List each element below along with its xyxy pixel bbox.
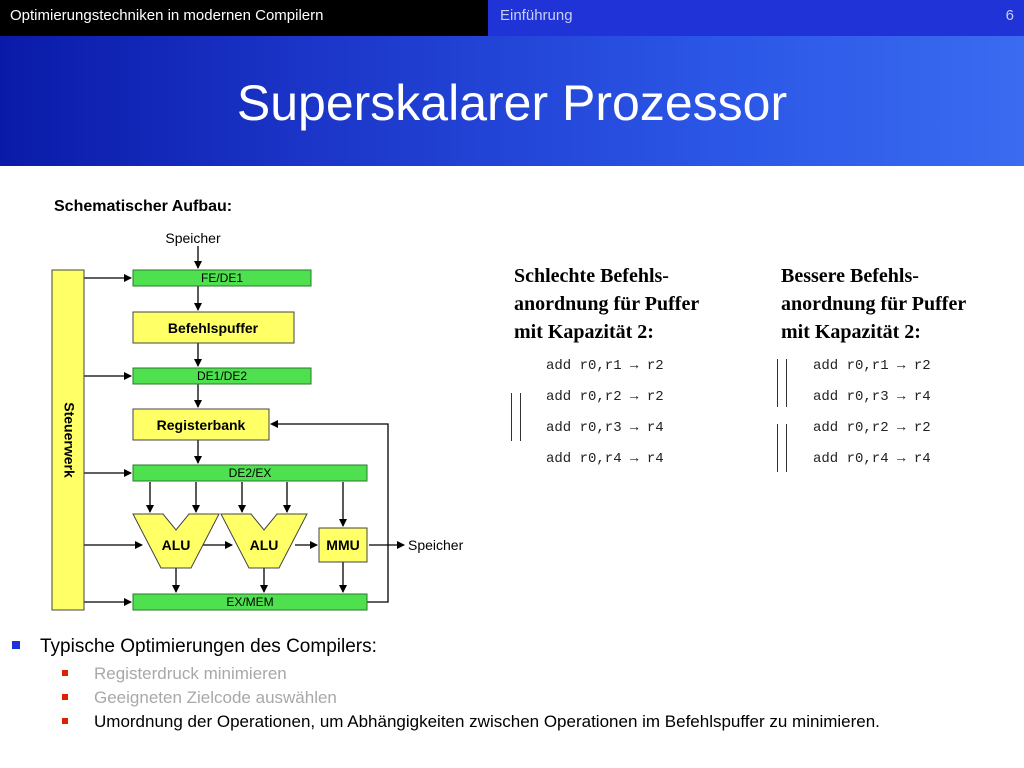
memory-right-label: Speicher xyxy=(408,537,464,553)
better-order-instruction: add r0,r3 → r4 xyxy=(813,389,931,405)
better-order-heading-line: anordnung für Puffer xyxy=(781,293,967,315)
sub-bullet: Registerdruck minimieren xyxy=(62,664,287,684)
stage-fe-de1-label: FE/DE1 xyxy=(201,271,243,285)
section-label[interactable]: Einführung xyxy=(500,7,573,24)
bad-order-heading-line: Schlechte Befehls- xyxy=(514,265,669,287)
main-bullet: Typische Optimierungen des Compilers: xyxy=(12,636,377,658)
title-banner: Superskalarer Prozessor xyxy=(0,36,1024,166)
better-order-pair-bracket-1 xyxy=(777,359,787,407)
better-order-instruction: add r0,r2 → r2 xyxy=(813,420,931,436)
bullet-square-icon xyxy=(62,717,68,724)
bullet-square-icon xyxy=(12,640,20,649)
course-title: Optimierungstechniken in modernen Compil… xyxy=(0,0,488,36)
register-bank-box xyxy=(132,408,270,441)
better-order-instruction: add r0,r4 → r4 xyxy=(813,451,931,467)
instruction-buffer-box xyxy=(132,311,295,344)
instruction-buffer-label: Befehlspuffer xyxy=(168,320,259,336)
bad-order-pair-bracket xyxy=(511,393,521,441)
stage-fe-de1 xyxy=(132,269,312,287)
better-order-list: add r0,r1 → r2 add r0,r3 → r4 add r0,r2 … xyxy=(813,358,993,478)
mmu-label: MMU xyxy=(326,537,359,553)
memory-top-label: Speicher xyxy=(165,230,221,246)
bad-order-heading: Schlechte Befehls- anordnung für Puffer … xyxy=(514,262,699,346)
better-order-instruction: add r0,r1 → r2 xyxy=(813,358,931,374)
slide-title: Superskalarer Prozessor xyxy=(236,75,788,131)
header-bar: Optimierungstechniken in modernen Compil… xyxy=(0,0,1024,36)
bad-order-heading-line: mit Kapazität 2: xyxy=(514,321,654,343)
control-unit-box xyxy=(51,269,85,611)
stage-de2-ex xyxy=(132,464,368,482)
stage-de2-ex-label: DE2/EX xyxy=(229,466,272,480)
page-number: 6 xyxy=(1005,7,1014,24)
bad-order-instruction: add r0,r4 → r4 xyxy=(546,451,664,467)
sub-bullet: Geeigneten Zielcode auswählen xyxy=(62,688,337,708)
sub-bullet-text: Geeigneten Zielcode auswählen xyxy=(94,688,337,707)
mmu-box xyxy=(318,527,368,563)
bullet-square-icon xyxy=(62,669,68,676)
section-nav[interactable]: Einführung 6 xyxy=(488,0,1024,36)
sub-bullet: Umordnung der Operationen, um Abhängigke… xyxy=(62,712,880,732)
stage-de1-de2-label: DE1/DE2 xyxy=(197,369,247,383)
alu-1-shape xyxy=(132,513,220,569)
control-unit-label: Steuerwerk xyxy=(61,402,77,478)
better-order-heading-line: Bessere Befehls- xyxy=(781,265,919,287)
alu-2-shape xyxy=(220,513,308,569)
bad-order-instruction: add r0,r2 → r2 xyxy=(546,389,664,405)
alu-1-label: ALU xyxy=(162,537,191,553)
better-order-heading: Bessere Befehls- anordnung für Puffer mi… xyxy=(781,262,966,346)
bullet-square-icon xyxy=(62,693,68,700)
stage-ex-mem-label: EX/MEM xyxy=(226,595,273,609)
bad-order-heading-line: anordnung für Puffer xyxy=(514,293,700,315)
stage-ex-mem xyxy=(132,593,368,611)
better-order-heading-line: mit Kapazität 2: xyxy=(781,321,921,343)
register-bank-label: Registerbank xyxy=(157,417,246,433)
diagram-heading: Schematischer Aufbau: xyxy=(54,198,233,215)
bad-order-instruction: add r0,r1 → r2 xyxy=(546,358,664,374)
main-bullet-text: Typische Optimierungen des Compilers: xyxy=(40,636,377,657)
alu-2-label: ALU xyxy=(250,537,279,553)
bad-order-instruction: add r0,r3 → r4 xyxy=(546,420,664,436)
sub-bullet-text: Registerdruck minimieren xyxy=(94,664,287,683)
stage-de1-de2 xyxy=(132,367,312,385)
sub-bullet-text: Umordnung der Operationen, um Abhängigke… xyxy=(94,712,880,731)
bad-order-list: add r0,r1 → r2 add r0,r2 → r2 add r0,r3 … xyxy=(546,358,726,478)
better-order-pair-bracket-2 xyxy=(777,424,787,472)
